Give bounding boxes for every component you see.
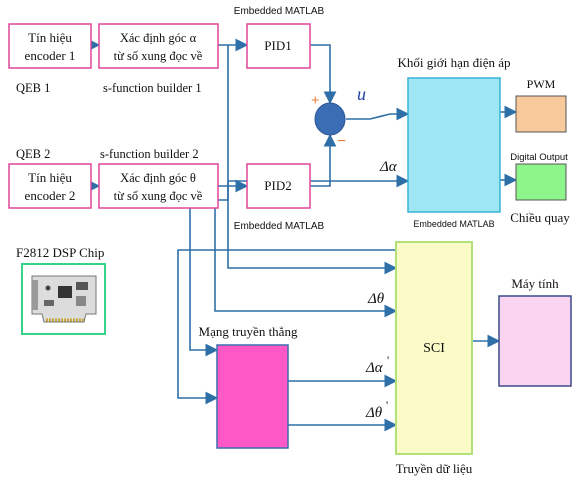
computer-block (499, 296, 571, 386)
wire-sum-limiter (346, 114, 408, 119)
encoder1-line1: Tín hiệu (28, 30, 72, 45)
sfunc1-label: s-function builder 1 (103, 81, 202, 95)
data-transfer-label: Truyền dữ liệu (396, 461, 473, 476)
angle2-line1: Xác định góc θ (120, 171, 196, 185)
direction-label: Chiều quay (510, 210, 570, 225)
minus-sign: − (337, 133, 346, 150)
wire-pid2-sum (310, 135, 330, 186)
voltage-limiter-block (408, 78, 500, 212)
delta-alpha-dot-mark: ' (387, 353, 389, 367)
delta-alpha-dot-label: Δα (365, 360, 384, 376)
encoder2-line2: encoder 2 (25, 188, 76, 203)
matlab-pid2-label: Embedded MATLAB (234, 221, 325, 232)
sci-label: SCI (423, 341, 445, 356)
pid1-block: PID1 (247, 24, 310, 68)
matlab-top-label: Embedded MATLAB (234, 6, 325, 17)
dsp-chip-label: F2812 DSP Chip (16, 245, 104, 260)
delta-theta-dot-mark: ' (386, 398, 388, 412)
pid2-block: PID2 (247, 164, 310, 208)
limiter-title: Khối giới hạn điện áp (397, 55, 510, 70)
feedforward-block (217, 345, 288, 448)
computer-label: Máy tính (511, 276, 559, 291)
pid1-label: PID1 (264, 38, 291, 53)
delta-alpha-label: Δα (379, 159, 398, 175)
angle2-line2: từ số xung đọc về (114, 189, 203, 203)
qeb2-label: QEB 2 (16, 147, 50, 161)
encoder2-block: Tín hiệu encoder 2 (9, 164, 91, 208)
encoder1-block: Tín hiệu encoder 1 (9, 24, 91, 68)
sci-block: SCI (396, 242, 472, 454)
plus-sign: + (311, 93, 320, 109)
digital-output-block (516, 164, 566, 200)
angle1-block: Xác định góc α từ số xung đọc về (99, 24, 218, 68)
qeb1-label: QEB 1 (16, 81, 50, 95)
feedforward-label: Mạng truyền thẳng (199, 324, 298, 339)
pid2-label: PID2 (264, 178, 291, 193)
delta-theta-dot-label: Δθ (365, 405, 383, 421)
pwm-block (516, 96, 566, 132)
angle1-line2: từ số xung đọc về (114, 49, 203, 63)
dsp-board-image (22, 264, 105, 334)
angle2-block: Xác định góc θ từ số xung đọc về (99, 164, 218, 208)
delta-theta-label: Δθ (367, 291, 385, 307)
angle1-line1: Xác định góc α (120, 31, 197, 45)
sfunc2-label: s-function builder 2 (100, 147, 199, 161)
pwm-label: PWM (527, 77, 556, 91)
u-signal-label: u (357, 84, 366, 104)
limiter-matlab-label: Embedded MATLAB (413, 219, 494, 229)
encoder1-line2: encoder 1 (25, 48, 76, 63)
digital-output-label: Digital Output (510, 152, 568, 163)
encoder2-line1: Tín hiệu (28, 170, 72, 185)
